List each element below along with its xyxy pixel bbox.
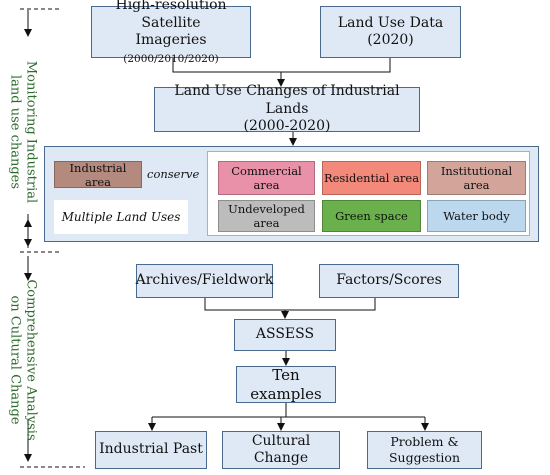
multiple-land-uses-box: Multiple Land Uses	[54, 200, 188, 234]
archives-fieldwork-box: Archives/Fieldwork	[136, 264, 273, 298]
water-body-chip: Water body	[427, 200, 526, 232]
residential-area-chip: Residential area	[322, 161, 421, 195]
land-use-data-box: Land Use Data (2020)	[320, 6, 461, 58]
cultural-change-box: Cultural Change	[222, 431, 340, 469]
land-use-changes-box: Land Use Changes of Industrial Lands (20…	[154, 83, 420, 134]
side-label-monitoring: Monitoring Industrial land use changes	[8, 60, 39, 204]
side-label-analysis: Comprehensive Analysis on Cultural Chang…	[8, 279, 39, 441]
satellite-imagery-box: High-resolution Satellite Imageries (200…	[91, 0, 251, 65]
factors-scores-box: Factors/Scores	[319, 264, 459, 298]
merge-line-middle	[204, 298, 376, 311]
commercial-area-chip: Commercial area	[218, 161, 315, 195]
undeveloped-area-chip: Undeveloped area	[218, 200, 315, 232]
industrial-past-box: Industrial Past	[95, 431, 207, 469]
ten-examples-box: Ten examples	[236, 366, 336, 403]
institutional-area-chip: Institutional area	[427, 161, 526, 195]
conserve-label: conserve	[147, 167, 200, 181]
problem-suggestion-box: Problem & Suggestion	[367, 431, 482, 469]
industrial-area-chip: Industrial area	[54, 161, 142, 189]
assess-box: ASSESS	[234, 319, 336, 351]
green-space-chip: Green space	[322, 200, 421, 232]
